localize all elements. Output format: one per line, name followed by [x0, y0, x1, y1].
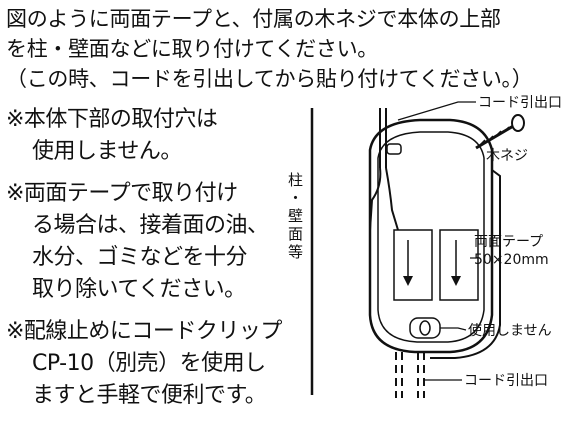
wall-label: 柱・壁面等 [288, 171, 303, 261]
callout-cord-bottom: コード引出口 [464, 373, 548, 389]
callout-cord-top: コード引出口 [478, 95, 562, 111]
note-line: る場合は、接着面の油、 [32, 213, 269, 238]
callout-tape-size: 50×20mm [474, 252, 549, 268]
note-line: ※配線止めにコードクリップ [6, 319, 282, 344]
wall-label-char: 面 [288, 225, 303, 243]
callout-tape-name: 両面テープ [474, 234, 543, 250]
note-tape-cleaning: ※両面テープで取り付け る場合は、接着面の油、 水分、ゴミなどを十分 取り除いて… [6, 178, 296, 306]
note-line: ますと手軽で便利です。 [32, 383, 267, 408]
bottom-mount-hole [409, 317, 441, 339]
cord-top [369, 108, 402, 231]
callout-unused: 使用しません [468, 322, 552, 339]
leader-cord-top [397, 101, 476, 121]
intro-line-1: 図のように両面テープと、付属の木ネジで本体の上部 [6, 7, 501, 31]
wall-label-char: ・ [288, 189, 303, 207]
installation-figure: 柱・壁面等 コード引出口 木ネジ 両面テープ [288, 95, 562, 398]
note-line: 取り除いてください。 [32, 277, 246, 302]
double-sided-tape [393, 229, 479, 301]
intro-line-3: （この時、コードを引出してから貼り付けてください。） [6, 67, 533, 91]
note-line: CP-10（別売）を使用し [32, 351, 266, 376]
intro-text: 図のように両面テープと、付属の木ネジで本体の上部 を柱・壁面などに取り付けてくだ… [6, 4, 578, 94]
note-line: 使用しません。 [32, 139, 182, 164]
note-line: ※両面テープで取り付け [6, 181, 238, 206]
wall-label-char: 柱 [288, 171, 303, 189]
wall-label-char: 等 [288, 243, 303, 261]
screw-icon [475, 114, 525, 150]
cord-bottom [395, 352, 425, 398]
note-line: 水分、ゴミなどを十分 [32, 245, 248, 270]
callout-screw: 木ネジ [486, 148, 528, 164]
intro-line-2: を柱・壁面などに取り付けてください。 [6, 37, 378, 61]
wall-label-char: 壁 [288, 207, 303, 225]
leader-unused [440, 327, 467, 331]
note-bottom-hole: ※本体下部の取付穴は 使用しません。 [6, 104, 296, 168]
notes-list: ※本体下部の取付穴は 使用しません。 ※両面テープで取り付け る場合は、接着面の… [6, 104, 296, 422]
note-line: ※本体下部の取付穴は [6, 107, 218, 132]
note-cord-clip: ※配線止めにコードクリップ CP-10（別売）を使用し ますと手軽で便利です。 [6, 316, 296, 412]
